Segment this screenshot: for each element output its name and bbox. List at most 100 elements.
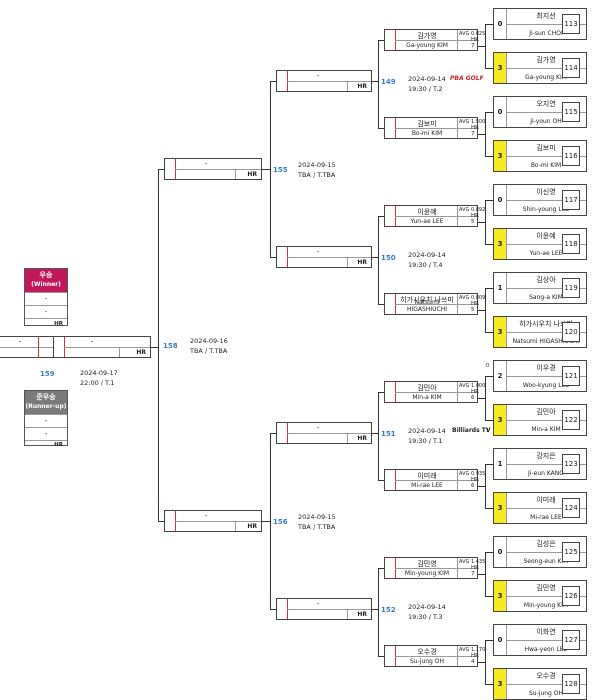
player-name-korean: 김민영 [417, 560, 437, 568]
seed-number: 121 [562, 366, 580, 386]
player-high-run: HR 4 [471, 653, 479, 665]
match-date: 2024-09-14 [408, 427, 446, 435]
bracket-connector [378, 480, 384, 481]
player-high-run: HR 6 [471, 477, 479, 489]
match-date: 2024-09-15 [298, 513, 336, 521]
player-name-korean: 이신영 [536, 188, 556, 196]
bracket-connector [372, 609, 378, 610]
final-dash: - [18, 338, 22, 346]
player-high-run: HR 6 [471, 389, 479, 401]
match-time: 19:30 / T.4 [408, 261, 443, 269]
row-divider [506, 156, 586, 157]
semifinal-box[interactable]: - HR [53, 336, 151, 358]
final-box[interactable]: - [0, 336, 54, 358]
match-dash: - [316, 72, 320, 80]
runnerup-hr: HR [25, 440, 67, 450]
bracket-connector [485, 24, 493, 25]
player-name-english: Su-jung OH [410, 658, 444, 665]
semifinal-hr: HR [136, 349, 146, 356]
r16-match-151-box[interactable]: -HR [276, 422, 372, 444]
bracket-connector [485, 420, 493, 421]
row-divider [506, 596, 586, 597]
seed-number: 124 [562, 498, 580, 518]
match-hr: HR [247, 171, 257, 178]
player-name-korean: 강지은 [536, 452, 556, 460]
col-divider [457, 294, 458, 314]
player-name-english: Min-a KIM [531, 426, 561, 433]
r16-match-149-box[interactable]: -HR [276, 70, 372, 92]
r16-match-150-box[interactable]: -HR [276, 246, 372, 268]
row-divider [506, 112, 586, 113]
player-average: AVG 1.170 [459, 647, 486, 653]
player-name-korean: 히가시우치 나쓰미 [519, 320, 573, 328]
bracket-connector [485, 640, 493, 641]
bracket-connector [158, 169, 159, 522]
player-name-korean: 이미래 [536, 496, 556, 504]
player-name-korean: 이화연 [536, 628, 556, 636]
bracket-connector [485, 596, 493, 597]
match-dash: - [204, 512, 208, 520]
seed-number: 115 [562, 102, 580, 122]
qf-match-155-box[interactable]: -HR [164, 158, 262, 180]
col-divider [347, 433, 348, 443]
player-name-english: Hwa-yeon LEE [524, 646, 568, 653]
bracket-connector [485, 244, 493, 245]
player-high-run: HR 7 [471, 37, 479, 49]
match-dash: - [316, 600, 320, 608]
seed-number: 128 [562, 674, 580, 694]
bracket-connector [485, 68, 493, 69]
match-hr: HR [247, 523, 257, 530]
player-name-korean: 김민아 [417, 384, 437, 392]
seed-number: 113 [562, 14, 580, 34]
bracket-connector [485, 464, 493, 465]
bracket-connector [378, 216, 384, 217]
player-high-run: HR 7 [471, 125, 479, 137]
bracket-connector [270, 81, 271, 258]
row-divider [287, 609, 371, 610]
row-divider [506, 332, 586, 333]
bracket-connector [478, 486, 486, 487]
bracket-connector [378, 656, 384, 657]
winner-title: 우승 [39, 271, 53, 279]
player-average: AVG 1.500 [459, 119, 486, 125]
col-divider [235, 169, 236, 179]
runnerup-box: 준우승 (Runner-up) - - HR [24, 390, 68, 448]
row-divider [175, 169, 261, 170]
bracket-connector [485, 332, 493, 333]
qf-match-156-box[interactable]: - HR [164, 510, 262, 532]
seed-number: 117 [562, 190, 580, 210]
row-divider [175, 521, 261, 522]
player-average: AVG 1.000 [459, 383, 486, 389]
seed-number: 123 [562, 454, 580, 474]
match-time: 19:30 / T.3 [408, 613, 443, 621]
player-name-korean: 오수경 [417, 648, 437, 656]
r16-match-152-box[interactable]: -HR [276, 598, 372, 620]
pre-score: 1 [486, 428, 490, 434]
final-date: 2024-09-17 [80, 369, 118, 377]
winner-box: 우승 (Winner) - - HR [24, 268, 68, 327]
player-high-run: HR 5 [471, 301, 479, 313]
bracket-connector [485, 684, 493, 685]
player-name-english: Sang-a KIM [529, 294, 563, 301]
seed-number: 120 [562, 322, 580, 342]
pre-score: 0 [486, 363, 490, 369]
bracket-connector [158, 169, 164, 170]
bracket-connector [485, 508, 493, 509]
seed-number: 118 [562, 234, 580, 254]
bracket-connector [485, 376, 493, 377]
player-average: AVG 0.809 [459, 295, 486, 301]
match-time: TBA / T.TBA [298, 171, 336, 179]
winner-header: 우승 (Winner) [25, 269, 67, 292]
player-name-korean: 최지선 [536, 12, 556, 20]
